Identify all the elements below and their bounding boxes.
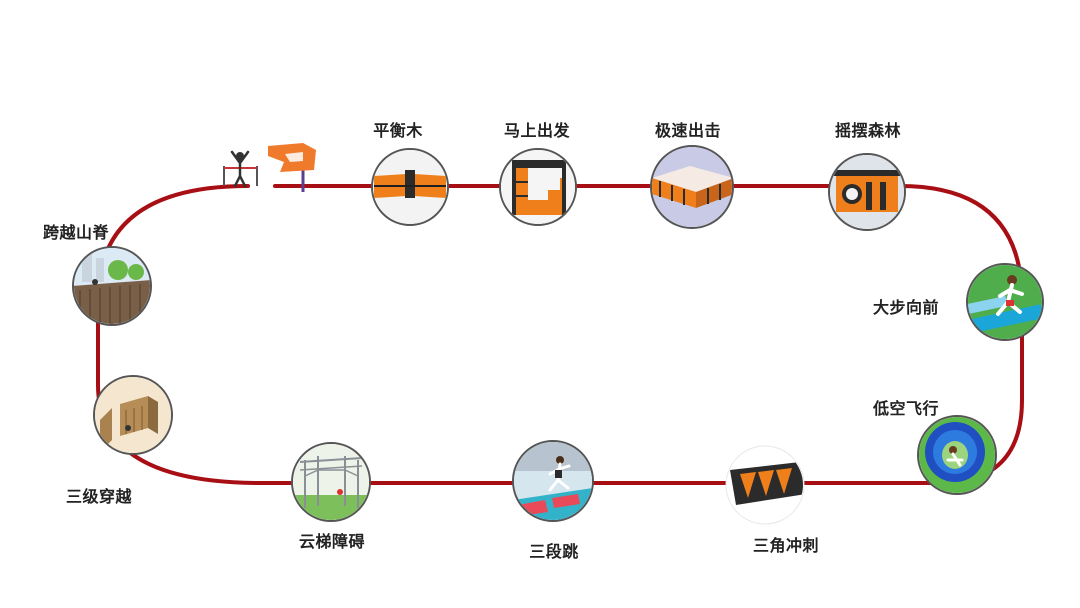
label-yuntizhangai: 云梯障碍: [298, 532, 366, 551]
station-sanjichuanyue: [93, 375, 173, 455]
label-yaobaisenlin: 摇摆森林: [834, 121, 902, 140]
balance-beam-icon: [373, 150, 447, 224]
station-yaobaisenlin: [828, 153, 906, 231]
ladder-stairs-icon: [501, 150, 575, 224]
station-yuntizhangai: [291, 442, 371, 522]
label-dabuxiangqian: 大步向前: [872, 298, 940, 317]
label-dikongfeixing: 低空飞行: [872, 399, 940, 418]
speed-frame-icon: [652, 147, 732, 227]
label-mashangchufa: 马上出发: [503, 121, 571, 140]
station-sanjiaochongci: [725, 445, 805, 525]
start-flag-icon: [268, 143, 316, 192]
station-sanduantiao: [512, 440, 594, 522]
course-track: [96, 184, 1024, 485]
label-jisuchuji: 极速出击: [654, 121, 722, 140]
station-jisuchuji: [650, 145, 734, 229]
tunnel-crawl-icon: [919, 417, 995, 493]
station-kuayueshanji: [72, 246, 152, 326]
runner-step-icon: [968, 265, 1042, 339]
station-dikongfeixing: [917, 415, 997, 495]
station-dabuxiangqian: [966, 263, 1044, 341]
label-pinghengmu: 平衡木: [373, 121, 423, 140]
swing-forest-icon: [830, 155, 904, 229]
label-sanjichuanyue: 三级穿越: [65, 487, 133, 506]
station-pinghengmu: [371, 148, 449, 226]
ridge-wall-icon: [74, 248, 150, 324]
finish-line-icon: [223, 150, 258, 188]
station-mashangchufa: [499, 148, 577, 226]
label-sanduantiao: 三段跳: [529, 542, 579, 561]
label-kuayueshanji: 跨越山脊: [42, 223, 110, 242]
triangle-frame-icon: [727, 447, 803, 523]
label-sanjiaochongci: 三角冲刺: [752, 536, 820, 555]
